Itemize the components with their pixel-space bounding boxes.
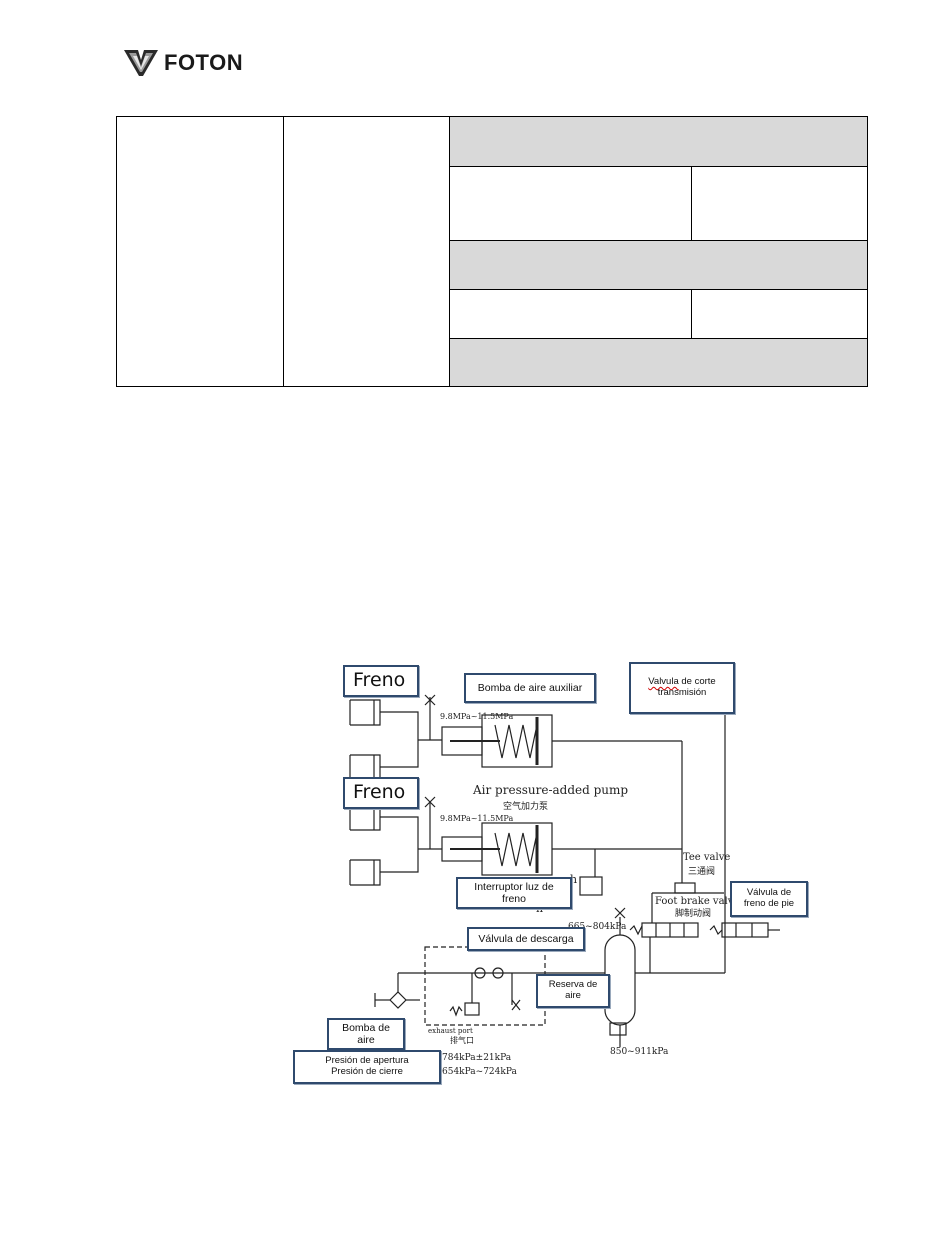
diagram-schematic: 9.8MPa~11.5MPa 9.8MPa~11.5MPa Air pressu… [349, 694, 780, 1077]
exhaust-en-label: exhaust port [428, 1027, 473, 1035]
table-cell [450, 117, 867, 166]
exhaust-cn-label: 排气口 [450, 1035, 474, 1045]
foot-brake-cn-label: 脚制动阀 [675, 907, 711, 919]
callout-interruptor: Interruptor luz de freno [456, 877, 572, 909]
stray-label: h [570, 873, 577, 886]
table-cell [450, 166, 867, 240]
air-pump-en-label: Air pressure-added pump [472, 783, 628, 797]
callout-freno-bottom: Freno [343, 777, 419, 809]
callout-valvula-corte-word: Valvula [648, 676, 679, 688]
callout-presion-cierre: Presión de cierre [331, 1066, 403, 1077]
safety-pressure-label: 850~911kPa [610, 1047, 669, 1057]
pressure-bottom-label: 9.8MPa~11.5MPa [440, 814, 513, 823]
callout-presion-apertura: Presión de apertura [325, 1055, 409, 1067]
pressure-top-label: 9.8MPa~11.5MPa [440, 712, 513, 721]
brand-name: FOTON [164, 50, 244, 75]
callout-valvula-corte-rest: de corte transmisión [657, 676, 716, 698]
spec-table [116, 116, 868, 387]
callout-freno-top: Freno [343, 665, 419, 697]
callout-bomba-auxiliar: Bomba de aire auxiliar [464, 673, 596, 703]
callout-valvula-freno-pie: Válvula de freno de pie [730, 881, 808, 917]
callout-valvula-corte: Valvula de corte transmisión [629, 662, 735, 714]
table-divider [449, 117, 450, 386]
callout-presion: Presión de apertura Presión de cierre [293, 1050, 441, 1084]
brake-system-diagram: 9.8MPa~11.5MPa 9.8MPa~11.5MPa Air pressu… [290, 655, 808, 1087]
callout-bomba-aire: Bomba de aire [327, 1018, 405, 1050]
callout-reserva-aire: Reserva de aire [536, 974, 610, 1008]
tee-valve-cn-label: 三通阀 [688, 866, 715, 877]
air-pump-cn-label: 空气加力泵 [503, 800, 548, 812]
foton-emblem-icon [124, 50, 158, 76]
table-cell [450, 338, 867, 386]
reservoir-pressure-label: 665~804kPa [568, 922, 627, 932]
table-cell [450, 289, 867, 338]
table-divider [283, 117, 284, 386]
open-pressure-label: 784kPa±21kPa [442, 1053, 512, 1063]
callout-valvula-descarga: Válvula de descarga [467, 927, 585, 951]
brand-logo: FOTON [124, 46, 243, 80]
foot-brake-en-label: Foot brake valve [655, 896, 739, 907]
close-pressure-label: 654kPa~724kPa [442, 1067, 517, 1077]
tee-valve-en-label: Tee valve [683, 852, 730, 863]
table-cell [450, 240, 867, 289]
